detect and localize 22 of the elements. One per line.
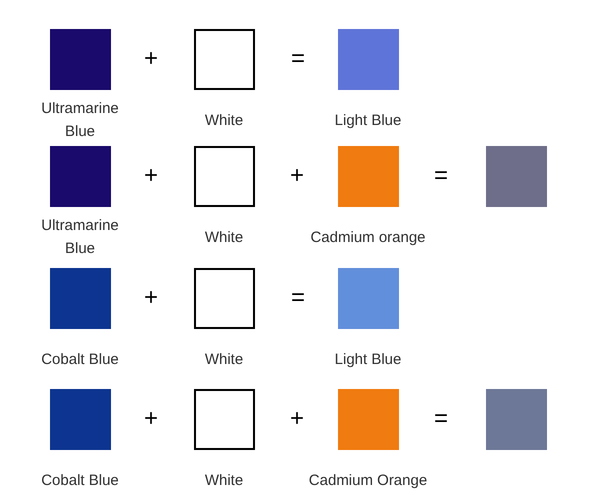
operator-sign: + [144, 45, 158, 73]
swatch-label: Light Blue [334, 350, 402, 370]
operator-sign: + [144, 405, 158, 433]
swatch-label: Light Blue [334, 110, 402, 130]
operator-sign: + [290, 405, 304, 433]
operator-sign: + [144, 162, 158, 190]
operator-sign: = [434, 162, 448, 190]
swatch-label: Cadmium orange [310, 228, 426, 248]
swatch-label: Cadmium Orange [308, 470, 428, 490]
swatch-label: White [204, 228, 244, 248]
operator-sign: = [291, 284, 305, 312]
operator-sign: = [291, 45, 305, 73]
swatch-label: Cobalt Blue [41, 350, 119, 370]
swatch-label: White [204, 470, 244, 490]
operator-sign: = [434, 405, 448, 433]
swatch-label: Cobalt Blue [41, 470, 119, 490]
swatch-label: White [204, 350, 244, 370]
swatch-label: White [204, 110, 244, 130]
operator-sign: + [144, 284, 158, 312]
swatch-label: Ultramarine Blue [40, 216, 120, 259]
operator-sign: + [290, 162, 304, 190]
swatch-label: Ultramarine Blue [40, 99, 120, 142]
